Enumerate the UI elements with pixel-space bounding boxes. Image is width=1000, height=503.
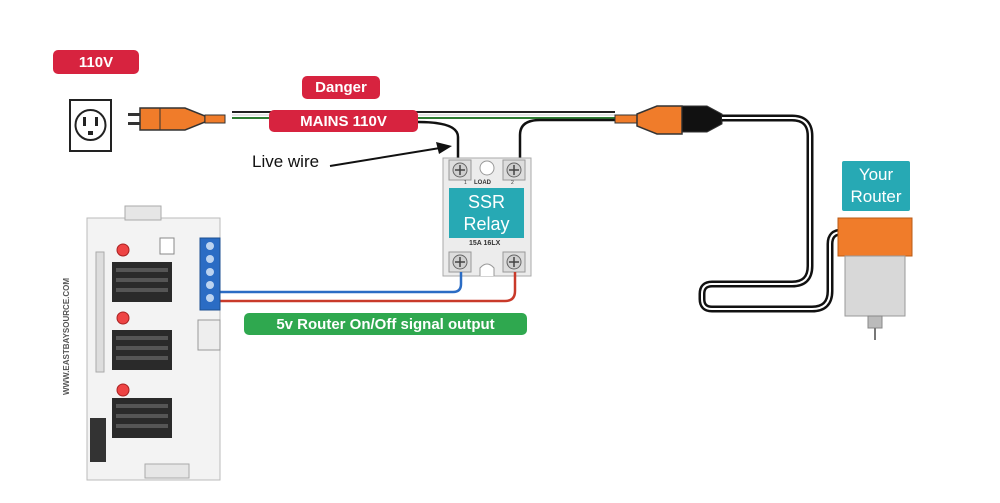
- ssr-label-line1: SSR: [467, 192, 505, 212]
- control-board: [86, 205, 221, 481]
- ssr-terminal-1: 1: [464, 180, 467, 186]
- signal-wire-red: [218, 272, 517, 303]
- ssr-terminal-2: 2: [511, 180, 514, 186]
- board-website-text: WWW.EASTBAYSOURCE.COM: [62, 277, 71, 395]
- supply-voltage-label: 110V: [53, 50, 139, 74]
- live-wire-to-relay-1: [417, 120, 460, 160]
- signal-wire-blue: [218, 272, 463, 294]
- wall-outlet: [69, 99, 112, 152]
- live-wire-arrow: [329, 142, 452, 167]
- router-label-line2: Router: [850, 187, 902, 206]
- ssr-load-text: LOAD: [474, 180, 491, 186]
- router-icon: [837, 217, 913, 340]
- live-wire-label: Live wire: [252, 152, 320, 171]
- left-plug-icon: [128, 107, 226, 131]
- danger-label: Danger: [302, 76, 380, 99]
- ssr-label: SSR Relay: [449, 188, 524, 238]
- right-plug-icon: [614, 105, 723, 135]
- live-wire-to-relay-2: [518, 118, 615, 160]
- router-cable: [698, 114, 867, 313]
- router-label: Your Router: [842, 161, 910, 211]
- ssr-label-line2: Relay: [463, 214, 510, 234]
- ssr-model-text: 15A 16LX: [469, 240, 501, 247]
- router-label-line1: Your: [858, 165, 894, 184]
- signal-output-label: 5v Router On/Off signal output: [244, 313, 527, 335]
- mains-label: MAINS 110V: [269, 110, 418, 132]
